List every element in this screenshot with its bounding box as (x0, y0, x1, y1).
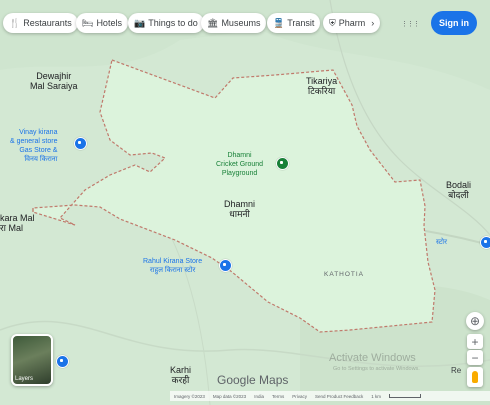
place-name-alt: रा Mal (0, 223, 24, 233)
street-view-pegman-icon[interactable] (467, 367, 483, 387)
place-bodali[interactable]: Bodali बोदली (446, 180, 471, 200)
sign-in-button[interactable]: Sign in (431, 11, 477, 35)
place-name: Tikariya (306, 76, 338, 86)
poi-name: Dhamni (227, 152, 252, 159)
region-link[interactable]: India (254, 393, 264, 399)
poi-name-2: Cricket Ground (216, 161, 264, 168)
category-toolbar: 🍴 Restaurants 🛏 Hotels 📷 Things to do 🏛 … (0, 0, 490, 44)
museum-icon: 🏛 (207, 17, 219, 28)
train-icon: 🚆 (273, 17, 285, 28)
map-footer: Imagery ©2023 Map data ©2023 India Terms… (170, 391, 490, 401)
place-dhamni[interactable]: Dhamni धामनी (224, 199, 255, 219)
chevron-right-icon[interactable]: › (371, 18, 375, 28)
place-name-alt: बोदली (448, 190, 469, 200)
camera-icon: 📷 (134, 17, 146, 28)
poi-category: Gas Store & (19, 147, 58, 154)
poi-name-alt: विनय किराना (24, 156, 58, 163)
poi-cricket-ground[interactable]: Dhamni Cricket Ground Playground (216, 151, 263, 178)
chip-museums[interactable]: 🏛 Museums (201, 13, 267, 33)
poi-name-alt: राहुल किराना स्टोर (149, 267, 196, 274)
poi-category: Playground (221, 170, 258, 177)
place-kara-mal[interactable]: kara Mal रा Mal (0, 213, 35, 233)
layers-button[interactable]: Layers (11, 334, 53, 386)
park-pin-icon[interactable] (276, 157, 289, 170)
place-name: Dewajhir (36, 71, 72, 81)
dhamni-boundary (32, 59, 436, 333)
chip-label: Things to do (148, 18, 198, 28)
chip-label: Hotels (96, 18, 122, 28)
pharmacy-icon: ⛨ (329, 17, 336, 28)
store-pin-icon[interactable] (480, 236, 490, 249)
place-karhi[interactable]: Karhi करही (170, 365, 191, 385)
store-pin-icon[interactable] (74, 137, 87, 150)
my-location-icon[interactable]: ⊕ (466, 312, 484, 330)
place-name-alt: करही (171, 375, 190, 385)
poi-right-store[interactable]: स्टोर (436, 239, 447, 246)
chip-label: Museums (221, 18, 261, 28)
place-partial-re: Re (451, 366, 462, 375)
apps-grid-icon[interactable]: ⋮⋮⋮ (401, 21, 420, 28)
place-kathotia[interactable]: KATHOTIA (324, 271, 365, 278)
bed-icon: 🛏 (82, 17, 94, 28)
google-maps-logo: Google Maps (217, 373, 289, 387)
store-pin-icon[interactable] (56, 355, 69, 368)
activate-windows-watermark: Activate Windows (329, 352, 416, 364)
chip-label: Pharm (338, 18, 366, 28)
chip-things-to-do[interactable]: 📷 Things to do (128, 13, 204, 33)
place-name: Dhamni (224, 199, 256, 209)
store-pin-icon[interactable] (219, 259, 232, 272)
feedback-link[interactable]: Send Product Feedback (314, 393, 364, 399)
chip-label: Transit (287, 18, 315, 28)
terms-link[interactable]: Terms (271, 393, 285, 399)
scale-bar (389, 394, 422, 398)
place-name-alt: टिकरिया (307, 86, 336, 96)
poi-rahul-kirana[interactable]: Rahul Kirana Store राहुल किराना स्टोर (143, 257, 202, 275)
map-data-credit: Map data ©2023 (212, 393, 247, 399)
imagery-credit: Imagery ©2023 (174, 393, 205, 399)
place-name: Bodali (446, 180, 472, 190)
poi-vinay-kirana[interactable]: Vinay kirana & general store Gas Store &… (10, 128, 57, 164)
chip-transit[interactable]: 🚆 Transit (267, 13, 321, 33)
chip-hotels[interactable]: 🛏 Hotels (76, 13, 128, 33)
scale-label[interactable]: 1 km (371, 393, 382, 399)
poi-name-2: & general store (10, 138, 58, 145)
layers-label: Layers (15, 376, 34, 382)
privacy-link[interactable]: Privacy (292, 393, 307, 399)
chip-restaurants[interactable]: 🍴 Restaurants (3, 13, 78, 33)
restaurant-icon: 🍴 (9, 17, 21, 28)
activate-windows-subtext: Go to Settings to activate Windows. (333, 366, 420, 372)
place-name-alt: Mal Saraiya (30, 81, 78, 91)
zoom-in-button[interactable]: + (467, 334, 483, 349)
place-name: Karhi (170, 365, 192, 375)
chip-pharmacy[interactable]: ⛨ Pharm › (323, 13, 381, 33)
chip-label: Restaurants (23, 18, 72, 28)
place-name-alt: धामनी (229, 209, 250, 219)
zoom-out-button[interactable]: − (467, 350, 483, 365)
poi-name: Vinay kirana (19, 129, 58, 136)
place-tikariya[interactable]: Tikariya टिकरिया (306, 76, 337, 96)
place-dewajhir[interactable]: Dewajhir Mal Saraiya (30, 71, 78, 91)
place-name: kara Mal (0, 213, 35, 223)
poi-name: Rahul Kirana Store (143, 258, 203, 265)
